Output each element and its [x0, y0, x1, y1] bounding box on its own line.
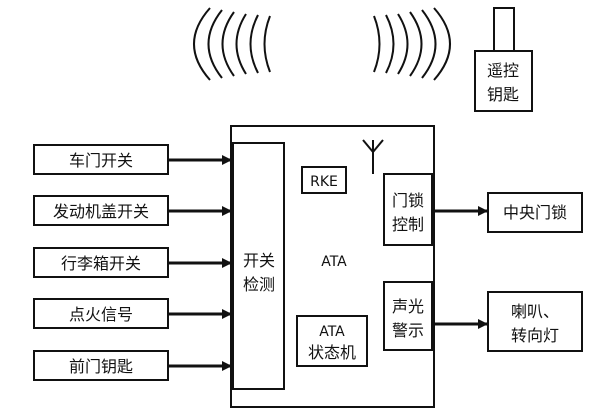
horn-turn-label-line1: 喇叭、 — [511, 302, 559, 321]
input-box-hood-switch — [33, 195, 169, 226]
input-label-front-door-key: 前门钥匙 — [69, 357, 133, 376]
key-blade — [493, 7, 515, 53]
input-label-ignition-signal: 点火信号 — [69, 305, 133, 324]
input-label-trunk-switch: 行李箱开关 — [61, 254, 141, 273]
switch-detect-box — [232, 142, 285, 390]
input-label-hood-switch: 发动机盖开关 — [53, 202, 149, 221]
output-arrows — [432, 206, 488, 329]
alarm-label-line2: 警示 — [392, 321, 424, 340]
central-lock-label: 中央门锁 — [503, 203, 567, 222]
rke-label: RKE — [310, 174, 338, 190]
input-arrows — [168, 155, 232, 371]
antenna-icon — [362, 139, 384, 174]
input-box-ignition-signal — [33, 298, 169, 329]
switch-detect-label-line1: 开关 — [243, 251, 275, 270]
ata-module: ATA 开关 检测 RKE 门锁 控制 声光 警示 ATA 状态机 — [230, 125, 435, 408]
state-machine-label-line1: ATA — [319, 324, 345, 340]
central-lock-box — [487, 192, 583, 233]
remote-key: 遥控 钥匙 — [474, 7, 533, 112]
output-list: 中央门锁 喇叭、 转向灯 — [487, 192, 583, 352]
input-label-door-switch: 车门开关 — [69, 151, 133, 170]
remote-key-label-line2: 钥匙 — [487, 85, 519, 104]
remote-key-label-line1: 遥控 — [487, 61, 519, 80]
lock-control-label-line2: 控制 — [392, 215, 424, 234]
state-machine-label-line2: 状态机 — [308, 343, 356, 362]
remote-key-box — [474, 50, 533, 112]
horn-turn-box — [487, 291, 583, 352]
lock-control-label-line1: 门锁 — [392, 191, 424, 210]
input-box-door-switch — [33, 144, 169, 175]
switch-detect-label-line2: 检测 — [243, 275, 275, 294]
alarm-box — [383, 281, 433, 351]
radio-wave-signal — [193, 7, 451, 81]
alarm-label-line1: 声光 — [392, 297, 424, 316]
input-box-front-door-key — [33, 350, 169, 381]
state-machine-box — [296, 315, 368, 367]
rke-box — [301, 166, 347, 194]
horn-turn-label-line2: 转向灯 — [511, 326, 559, 345]
ata-module-label: ATA — [321, 254, 347, 270]
input-signal-list: 车门开关 发动机盖开关 行李箱开关 点火信号 前门钥匙 — [33, 144, 169, 381]
